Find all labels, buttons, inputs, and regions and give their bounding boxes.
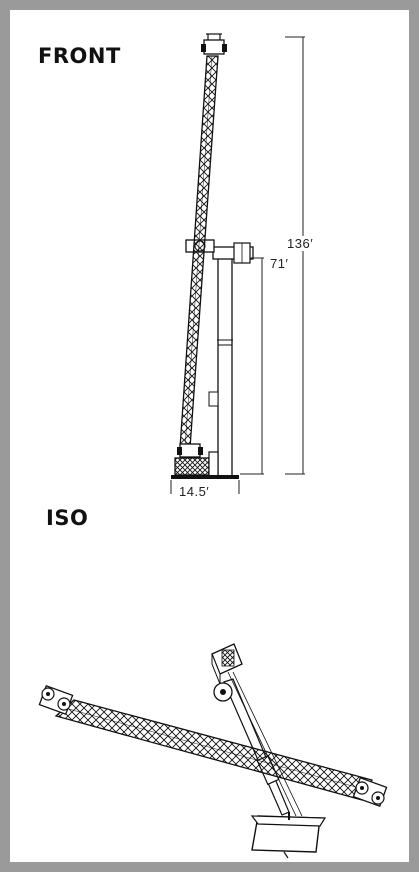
base-width-dimension: 14.5′ bbox=[177, 484, 212, 499]
iso-view-label: ISO bbox=[46, 506, 89, 530]
dimension-lines bbox=[170, 36, 305, 494]
iso-left-end-fixture bbox=[38, 684, 74, 716]
lattice-boom-iso bbox=[54, 699, 373, 801]
iso-right-end-fixture bbox=[352, 776, 388, 808]
iso-base-platform bbox=[250, 812, 327, 859]
iso-view bbox=[38, 643, 388, 859]
iso-tower-head bbox=[211, 643, 243, 702]
boom-top-fixture bbox=[201, 33, 227, 55]
base-counterweight bbox=[171, 451, 239, 479]
total-height-dimension: 136′ bbox=[285, 236, 316, 251]
tower-mast bbox=[208, 257, 233, 477]
tower-height-dimension: 71′ bbox=[268, 256, 291, 271]
front-view-label: FRONT bbox=[38, 44, 121, 68]
boom-bottom-fixture bbox=[177, 443, 203, 458]
front-view bbox=[170, 33, 305, 494]
